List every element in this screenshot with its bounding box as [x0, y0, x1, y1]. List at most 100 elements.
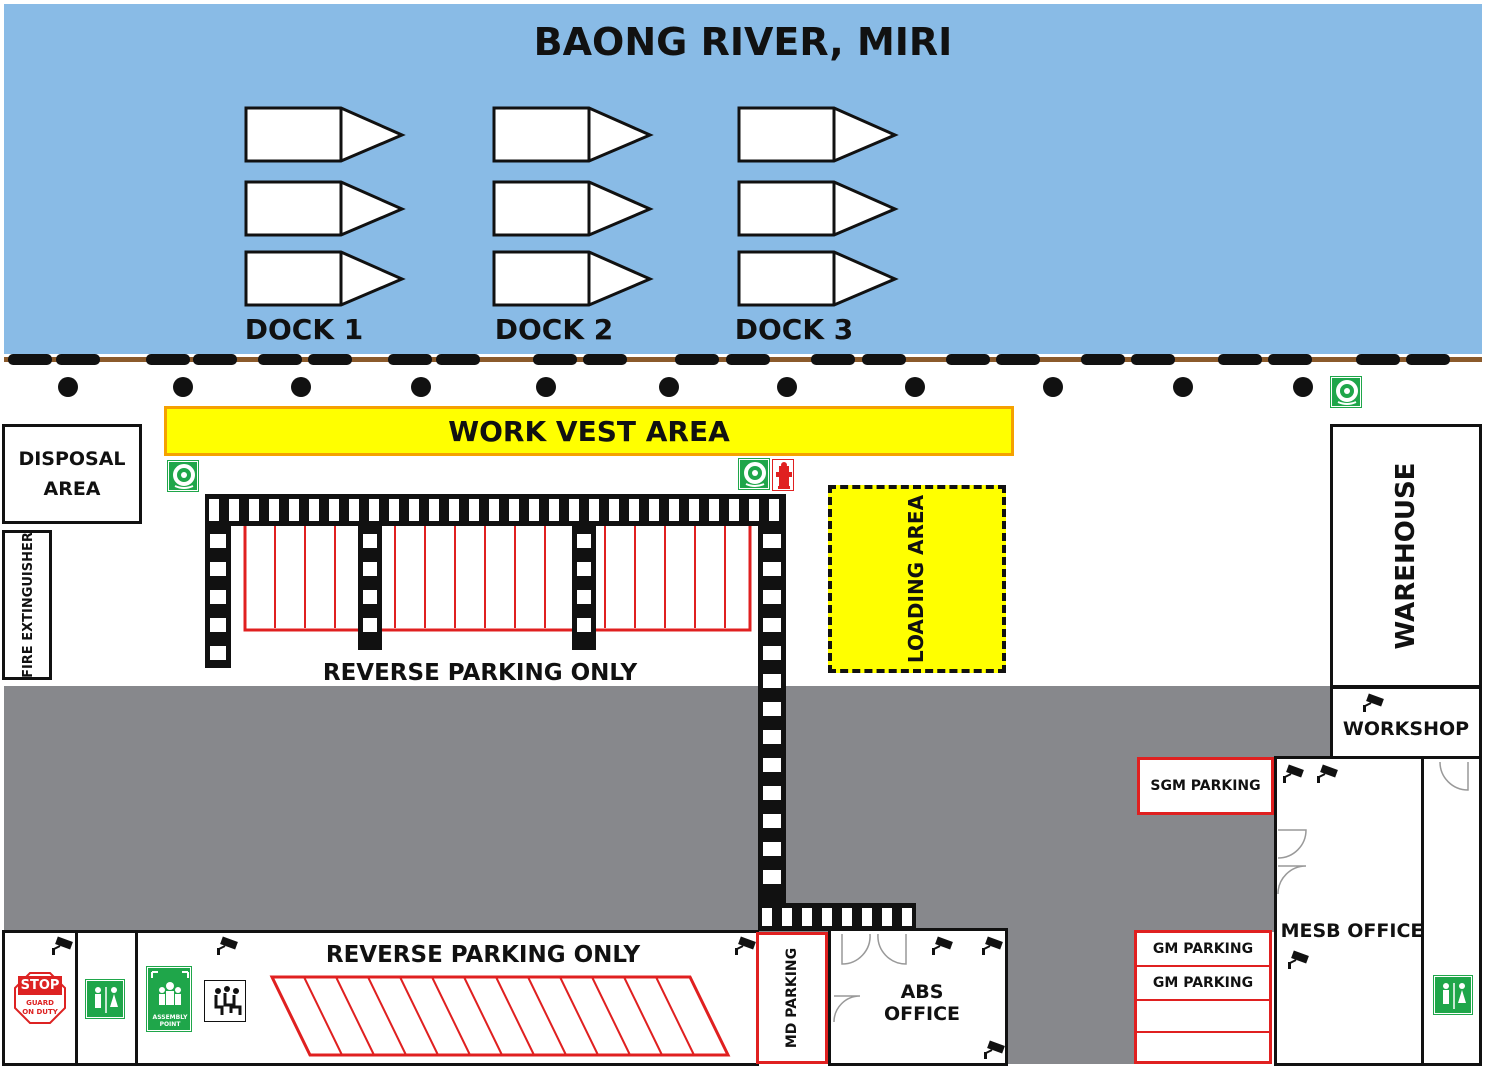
gm-parking-2: GM PARKING: [1137, 967, 1269, 1001]
workshop-building: WORKSHOP: [1330, 686, 1482, 760]
fender-icon: [56, 354, 100, 365]
mesb-door: [1277, 829, 1307, 895]
boat-icon: [244, 180, 406, 237]
boat-icon: [492, 180, 654, 237]
stop-sign-bottom: GUARD ON DUTY: [22, 999, 58, 1016]
road-strip-mid: [1274, 686, 1330, 758]
road-right-area: [1006, 930, 1134, 1064]
cctv-camera-icon: [733, 936, 759, 956]
toilet-sign-right: [1433, 975, 1473, 1015]
fender-icon: [436, 354, 480, 365]
abs-office-building: [828, 928, 1008, 1066]
fender-icon: [1218, 354, 1262, 365]
toilet-icon: [95, 987, 118, 1013]
parking-stall-line: [591, 976, 631, 1056]
sgm-parking: SGM PARKING: [1137, 757, 1274, 815]
door-icon: [833, 995, 861, 1023]
annex-door: [1439, 761, 1469, 791]
cctv-camera-icon: [982, 1040, 1008, 1060]
bollard-icon: [291, 377, 311, 397]
parking-stall-line: [399, 976, 439, 1056]
parking-stall-line: [463, 976, 503, 1056]
parking-stall-line: [367, 976, 407, 1056]
disposal-label-line1: DISPOSAL: [18, 448, 126, 470]
fender-icon: [8, 354, 52, 365]
lifebuoy-icon: [173, 464, 195, 489]
mesb-office-label: MESB OFFICE: [1280, 920, 1424, 942]
stop-sign-top: STOP: [20, 978, 60, 993]
fender-icon: [308, 354, 352, 365]
bollard-icon: [58, 377, 78, 397]
jetty-edge: [4, 354, 1482, 397]
boats-layer: [244, 106, 899, 307]
abs-office-doors: [833, 933, 907, 1023]
fender-icon: [1081, 354, 1125, 365]
cctv-camera-icon: [50, 936, 76, 956]
parking-stall-line: [495, 976, 535, 1056]
bollard-icon: [1293, 377, 1313, 397]
parking-stall-line: [655, 976, 695, 1056]
boat-icon: [244, 106, 406, 163]
lifebuoy-sign-left: [167, 460, 199, 492]
gm-parking-3: [1137, 1001, 1269, 1033]
bollard-icon: [659, 377, 679, 397]
fender-icon: [1268, 354, 1312, 365]
fender-icon: [862, 354, 906, 365]
door-icon: [1277, 865, 1307, 895]
assembly-point-icon: [151, 971, 189, 1005]
boat-icon: [737, 106, 899, 163]
gm-parking-1: GM PARKING: [1137, 933, 1269, 967]
map-title: BAONG RIVER, MIRI: [533, 20, 953, 64]
work-vest-area: WORK VEST AREA: [164, 406, 1014, 456]
bollard-icon: [411, 377, 431, 397]
disposal-label-line2: AREA: [43, 478, 101, 500]
md-parking: MD PARKING: [756, 932, 828, 1064]
bollard-icon: [1043, 377, 1063, 397]
cctv-camera-icon: [215, 936, 241, 956]
cctv-camera-icon: [980, 936, 1006, 956]
lifebuoy-sign-center: [738, 458, 770, 490]
warehouse-building: WAREHOUSE: [1330, 424, 1482, 688]
lifebuoy-icon: [744, 462, 766, 487]
reverse-parking-top-label: REVERSE PARKING ONLY: [322, 660, 638, 686]
fender-icon: [533, 354, 577, 365]
cctv-camera-icon: [1315, 764, 1341, 784]
disposal-area: DISPOSAL AREA: [2, 424, 142, 524]
gm-parking-block: GM PARKING GM PARKING: [1134, 930, 1272, 1064]
dock-2-label: DOCK 2: [494, 312, 614, 346]
parking-stall-line: [527, 976, 567, 1056]
boat-icon: [737, 250, 899, 307]
parking-stall-line: [335, 976, 375, 1056]
fender-icon: [811, 354, 855, 365]
workshop-label: WORKSHOP: [1342, 718, 1470, 740]
waiting-area-sign: [204, 980, 246, 1022]
mesb-annex-room: [1421, 756, 1482, 1066]
fender-icon: [1356, 354, 1400, 365]
fender-icon: [675, 354, 719, 365]
toilet-sign-left: [85, 979, 125, 1019]
door-icon: [877, 933, 907, 965]
assembly-point-sign: ASSEMBLY POINT: [146, 966, 192, 1032]
fender-icon: [388, 354, 432, 365]
road-strip-office: [1134, 814, 1276, 930]
boat-icon: [492, 250, 654, 307]
door-icon: [1277, 829, 1307, 859]
fender-icon: [193, 354, 237, 365]
stop-sign: STOP GUARD ON DUTY: [14, 972, 66, 1024]
boat-icon: [244, 250, 406, 307]
fire-extinguisher-area: FIRE EXTINGUISHER: [2, 530, 52, 680]
bollard-icon: [905, 377, 925, 397]
parking-stall-line: [303, 976, 343, 1056]
boat-icon: [492, 106, 654, 163]
fire-hydrant-sign: [772, 459, 794, 491]
door-icon: [841, 933, 871, 965]
assembly-point-label: ASSEMBLY POINT: [152, 1014, 188, 1028]
bollard-icon: [173, 377, 193, 397]
loading-area: LOADING AREA: [828, 485, 1006, 673]
cctv-camera-icon: [930, 936, 956, 956]
bollard-icon: [536, 377, 556, 397]
parking-stall-line: [623, 976, 663, 1056]
